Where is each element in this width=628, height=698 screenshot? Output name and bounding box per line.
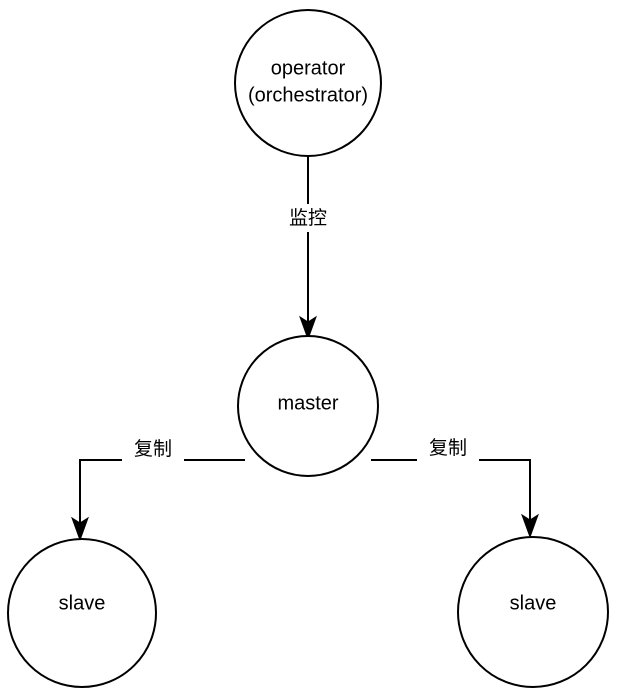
node-operator-circle[interactable] <box>234 9 382 157</box>
edge-label-operator-master: 监控 <box>289 207 327 229</box>
edge-label-backdrop-monitor <box>277 204 339 232</box>
edge-master-to-slave-right: 复制 <box>371 436 539 539</box>
node-slave-left-circle[interactable] <box>7 538 157 688</box>
edge-label-master-slave-left: 复制 <box>134 438 172 460</box>
node-operator[interactable]: operator (orchestrator) <box>234 9 382 157</box>
edge-label-backdrop-replicate-right <box>417 436 479 462</box>
node-slave-left-label: slave <box>59 592 106 614</box>
edge-line-master-slave-right <box>371 459 531 524</box>
arrowhead-to-slave-left <box>71 516 89 542</box>
node-slave-left[interactable]: slave <box>7 538 157 688</box>
node-master-label: master <box>277 392 338 414</box>
edge-line-master-slave-left <box>79 459 245 527</box>
edge-master-to-slave-left: 复制 <box>71 437 245 542</box>
node-slave-right[interactable]: slave <box>457 536 609 688</box>
node-slave-right-circle[interactable] <box>457 536 609 688</box>
arrowhead-to-slave-right <box>521 513 539 539</box>
edge-label-backdrop-replicate-left <box>122 437 184 463</box>
node-master[interactable]: master <box>237 335 379 477</box>
node-master-circle[interactable] <box>237 335 379 477</box>
node-operator-label-line2: (orchestrator) <box>248 84 368 106</box>
edge-operator-to-master: 监控 <box>277 157 339 341</box>
node-slave-right-label: slave <box>510 592 557 614</box>
arrowhead-to-master <box>299 315 317 341</box>
edge-label-master-slave-right: 复制 <box>429 437 467 459</box>
node-operator-label-line1: operator <box>271 57 346 79</box>
